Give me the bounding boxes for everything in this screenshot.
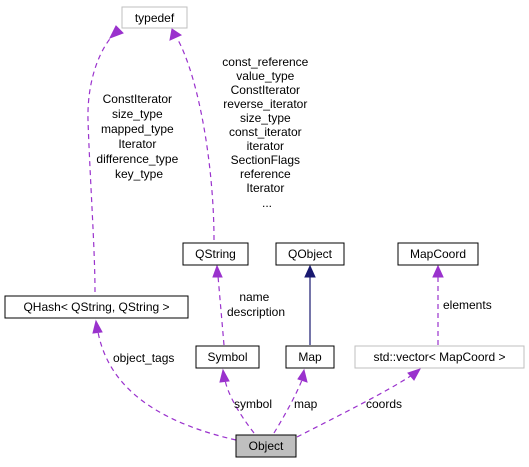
node-label: MapCoord	[410, 247, 466, 261]
edge-map-to-qobject	[304, 264, 316, 345]
node-label: typedef	[135, 11, 175, 25]
label-line: name	[239, 290, 269, 304]
label-line: key_type	[115, 167, 163, 181]
arrowhead	[407, 368, 422, 381]
label-line: Iterator	[118, 137, 156, 151]
node-label: std::vector< MapCoord >	[373, 350, 505, 364]
edge-qhash-to-typedef: ConstIterator size_type mapped_type Iter…	[87, 25, 181, 293]
arrowhead	[432, 264, 444, 278]
label-line: reverse_iterator	[223, 97, 307, 111]
label-line: const_reference	[222, 55, 308, 69]
arrowhead	[169, 28, 183, 41]
edge-label-object-vector: coords	[366, 397, 402, 411]
label-line: mapped_type	[101, 122, 174, 136]
node-symbol[interactable]: Symbol	[195, 345, 260, 369]
label-line: difference_type	[96, 152, 178, 166]
node-label: Object	[249, 439, 284, 453]
label-line: const_iterator	[229, 125, 302, 139]
label-line: iterator	[247, 139, 284, 153]
node-label: QHash< QString, QString >	[23, 300, 169, 314]
edge-object-to-vector: coords	[296, 368, 422, 438]
label-line: ConstIterator	[231, 83, 300, 97]
edge-label-object-symbol: symbol	[234, 397, 272, 411]
label-line: value_type	[236, 69, 294, 83]
node-map[interactable]: Map	[285, 345, 335, 369]
node-qhash[interactable]: QHash< QString, QString >	[4, 295, 189, 319]
edge-vector-to-mapcoord: elements	[432, 264, 492, 345]
node-mapcoord[interactable]: MapCoord	[397, 242, 479, 266]
label-line: ...	[262, 196, 272, 210]
edge-symbol-to-qstring: name description	[212, 264, 285, 346]
arrowhead	[219, 368, 230, 383]
label-line: SectionFlags	[231, 153, 300, 167]
node-qobject[interactable]: QObject	[275, 242, 345, 266]
edge-label-object-map: map	[294, 397, 318, 411]
label-line: description	[227, 305, 285, 319]
edge-label-qhash-typedef: ConstIterator size_type mapped_type Iter…	[96, 92, 181, 181]
arrowhead	[304, 264, 316, 278]
label-line: size_type	[240, 111, 291, 125]
edge-object-to-qhash: object_tags	[92, 319, 237, 441]
node-std-vector[interactable]: std::vector< MapCoord >	[354, 345, 525, 369]
arrowhead	[108, 25, 124, 39]
arrowhead	[297, 368, 308, 383]
label-line: ConstIterator	[103, 92, 172, 106]
edge-object-to-map: map	[273, 368, 318, 434]
label-line: reference	[240, 167, 291, 181]
edge-qstring-to-typedef: const_reference value_type ConstIterator…	[169, 28, 311, 241]
arrowhead	[92, 319, 103, 334]
edge-label-symbol-qstring: name description	[227, 290, 285, 319]
arrowhead	[212, 264, 223, 278]
label-line: size_type	[112, 107, 163, 121]
node-qstring[interactable]: QString	[182, 242, 249, 266]
edge-label-qstring-typedef: const_reference value_type ConstIterator…	[222, 55, 311, 210]
node-label: Symbol	[207, 350, 247, 364]
node-label: Map	[298, 350, 322, 364]
edge-object-to-symbol: symbol	[219, 368, 272, 434]
label-line: Iterator	[246, 181, 284, 195]
node-label: QString	[195, 247, 236, 261]
edge-label-object-qhash: object_tags	[113, 351, 174, 365]
node-typedef[interactable]: typedef	[121, 6, 188, 29]
edge-label-vector-mapcoord: elements	[443, 298, 492, 312]
node-label: QObject	[288, 247, 333, 261]
node-object[interactable]: Object	[235, 434, 297, 458]
